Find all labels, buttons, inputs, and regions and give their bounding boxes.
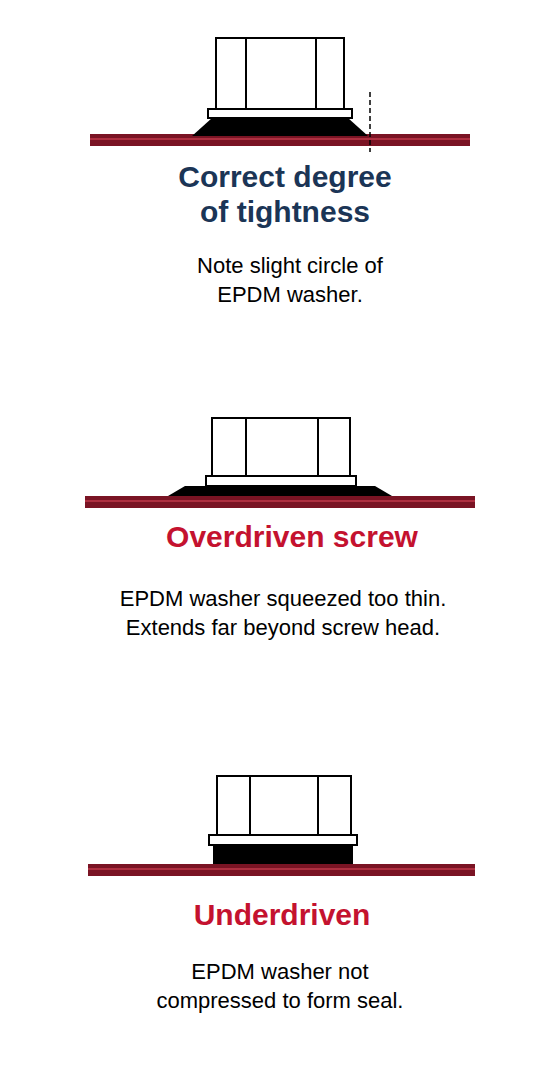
note-text: EPDM washer not compressed to form seal. xyxy=(140,958,420,1015)
underdriven-screw xyxy=(88,776,475,876)
note-text: EPDM washer squeezed too thin. Extends f… xyxy=(88,585,478,642)
overdriven-screw xyxy=(85,418,475,508)
status-heading: Correct degree of tightness xyxy=(165,160,405,229)
status-heading: Underdriven xyxy=(82,898,482,933)
note-text: Note slight circle of EPDM washer. xyxy=(190,252,390,309)
correct-screw xyxy=(90,38,470,152)
status-heading: Overdriven screw xyxy=(57,520,527,555)
